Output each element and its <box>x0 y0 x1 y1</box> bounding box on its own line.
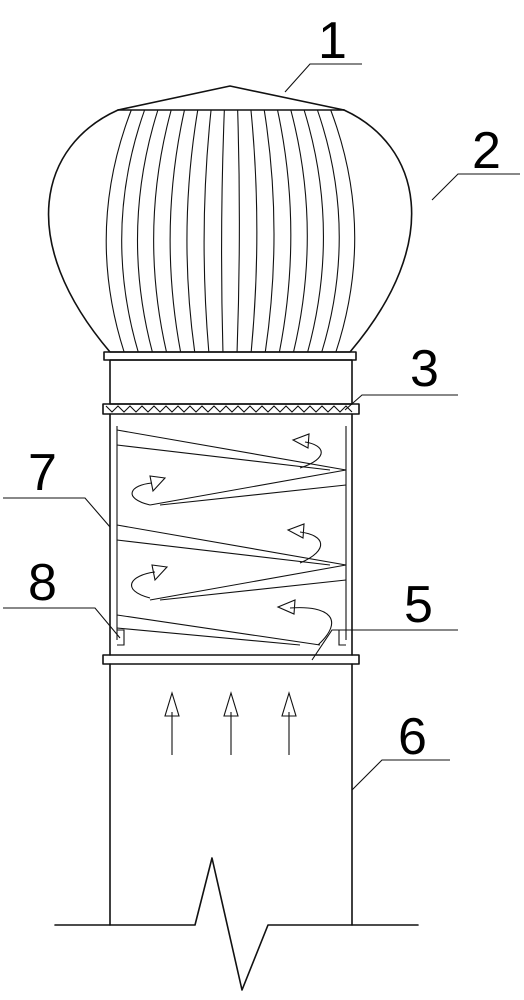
top-cap <box>117 85 345 111</box>
filter-plate <box>102 403 360 415</box>
label-6: 6 <box>398 708 427 766</box>
label-2: 2 <box>472 122 501 180</box>
turbine-vane <box>316 109 340 353</box>
break-line <box>54 857 419 991</box>
turbine-vane <box>221 109 225 353</box>
label-7: 7 <box>28 444 57 502</box>
label-5: 5 <box>404 576 433 634</box>
turbine-head <box>47 85 413 361</box>
leader-6 <box>351 759 450 791</box>
drain-bracket-left <box>117 629 125 646</box>
baffle-3b <box>116 539 331 566</box>
leader-2 <box>431 173 520 201</box>
swirl-chamber <box>109 413 353 656</box>
turbine-vane <box>169 109 186 353</box>
turbine-vane <box>290 109 308 353</box>
leader-7 <box>3 497 111 528</box>
turbine-vane <box>330 109 356 353</box>
turbine-vane <box>250 109 258 353</box>
baffle-5b <box>116 627 301 646</box>
turbine-vane <box>136 109 159 353</box>
airflow-arrow-1-head <box>164 691 180 717</box>
swirl-arrow-5-head <box>291 433 310 449</box>
turbine-vane <box>186 109 199 353</box>
turbine-vane <box>303 109 324 353</box>
swirl-arrow-1-head <box>276 599 296 615</box>
swirl-arrow-4-head <box>149 475 167 493</box>
swirl-arrow-3 <box>299 531 322 564</box>
label-1: 1 <box>318 12 347 70</box>
turbine-vanes <box>105 109 356 353</box>
turbine-vane <box>203 109 212 353</box>
baffle-4b <box>159 579 347 601</box>
swirl-arrow-2-head <box>151 564 169 582</box>
turbine-vane <box>263 109 275 353</box>
baffle-1b <box>116 444 331 471</box>
airflow-arrow-2-head <box>223 691 239 717</box>
label-3: 3 <box>410 340 439 398</box>
turbine-bottom-ring <box>103 351 357 361</box>
reference-numerals: 1 2 3 5 6 7 8 <box>28 12 501 766</box>
filter-zigzag <box>105 405 353 413</box>
leader-5 <box>311 629 458 661</box>
turbine-vane <box>276 109 292 353</box>
baffle-4 <box>149 564 347 601</box>
swirl-arrow-5 <box>299 441 322 469</box>
filter-plate-frame <box>102 403 360 415</box>
leader-3 <box>344 394 458 411</box>
dome-outline <box>47 109 413 353</box>
swirl-arrow-3-head <box>286 523 305 539</box>
drain-bracket-right <box>338 629 346 646</box>
turbine-vane <box>236 109 240 353</box>
swirl-arrow-1 <box>289 607 332 646</box>
label-8: 8 <box>28 554 57 612</box>
exhaust-pipe <box>54 663 419 991</box>
airflow-arrows <box>164 691 297 755</box>
bottom-plate <box>102 654 360 665</box>
leader-lines <box>3 63 520 791</box>
swirl-arrow-4 <box>131 482 153 506</box>
baffle-2b <box>159 484 347 506</box>
baffle-2 <box>149 469 347 506</box>
turbine-vane <box>153 109 172 353</box>
leader-8 <box>3 607 121 639</box>
swirl-arrow-2 <box>130 571 156 599</box>
turbine-vane <box>105 109 132 353</box>
turbine-vane <box>121 109 146 353</box>
airflow-arrow-3-head <box>281 691 297 717</box>
leader-1 <box>284 63 362 93</box>
baffle-3 <box>116 524 347 566</box>
baffle-1 <box>116 429 347 471</box>
upper-neck <box>109 359 353 405</box>
baffle-5 <box>116 614 321 646</box>
